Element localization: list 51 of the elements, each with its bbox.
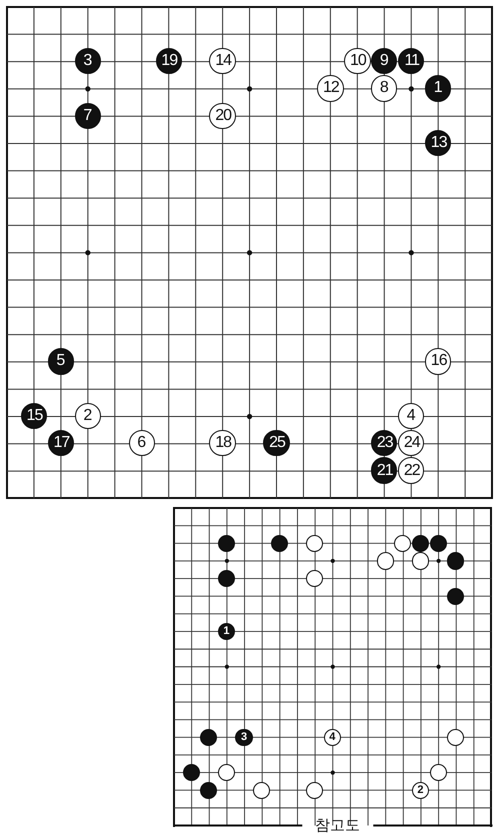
go-stone xyxy=(306,534,324,552)
go-stone: 19 xyxy=(156,48,182,74)
go-stone: 9 xyxy=(371,48,398,74)
go-stone: 4 xyxy=(398,402,424,430)
go-stone: 2 xyxy=(412,782,430,799)
go-stone: 6 xyxy=(128,430,155,456)
go-stone xyxy=(412,534,430,552)
go-stone xyxy=(447,728,464,746)
diagram-caption: 참고도 xyxy=(314,818,360,834)
go-stone: 23 xyxy=(371,430,398,456)
go-stone: 4 xyxy=(324,728,341,746)
go-stone xyxy=(218,570,235,588)
go-stone xyxy=(182,764,200,782)
go-stone: 13 xyxy=(425,130,452,156)
go-stone: 2 xyxy=(74,402,102,430)
go-stone xyxy=(253,782,270,799)
go-stone: 25 xyxy=(263,430,290,456)
go-stone xyxy=(447,552,464,570)
go-stone: 18 xyxy=(209,430,236,456)
go-stone: 14 xyxy=(209,48,236,74)
go-stone: 1 xyxy=(218,622,235,640)
go-stone xyxy=(447,588,464,605)
go-stone xyxy=(218,534,235,552)
go-stone: 16 xyxy=(425,348,452,375)
go-stone: 12 xyxy=(317,75,344,102)
go-stone: 21 xyxy=(371,457,398,484)
go-stone xyxy=(270,534,288,552)
go-stone xyxy=(394,534,412,552)
go-stone: 1 xyxy=(425,75,452,102)
go-stone xyxy=(412,552,430,570)
go-stone xyxy=(430,764,447,782)
go-stone: 22 xyxy=(398,457,424,484)
go-stone: 7 xyxy=(74,102,102,129)
go-stone xyxy=(376,552,394,570)
go-stone: 10 xyxy=(344,48,371,74)
go-stone xyxy=(430,534,447,552)
go-stone: 5 xyxy=(48,348,74,375)
go-stone: 3 xyxy=(74,48,102,74)
go-stone: 24 xyxy=(398,430,424,456)
go-stone: 3 xyxy=(235,728,253,746)
go-board xyxy=(6,6,494,499)
go-stone xyxy=(200,728,218,746)
go-stone: 17 xyxy=(48,430,74,456)
go-stone: 20 xyxy=(209,102,236,129)
go-stone xyxy=(218,764,235,782)
go-stone: 11 xyxy=(398,48,424,74)
go-stone xyxy=(306,782,324,799)
go-stone: 8 xyxy=(371,75,398,102)
go-stone: 15 xyxy=(20,402,48,430)
go-stone xyxy=(306,570,324,588)
go-stone xyxy=(200,782,218,799)
